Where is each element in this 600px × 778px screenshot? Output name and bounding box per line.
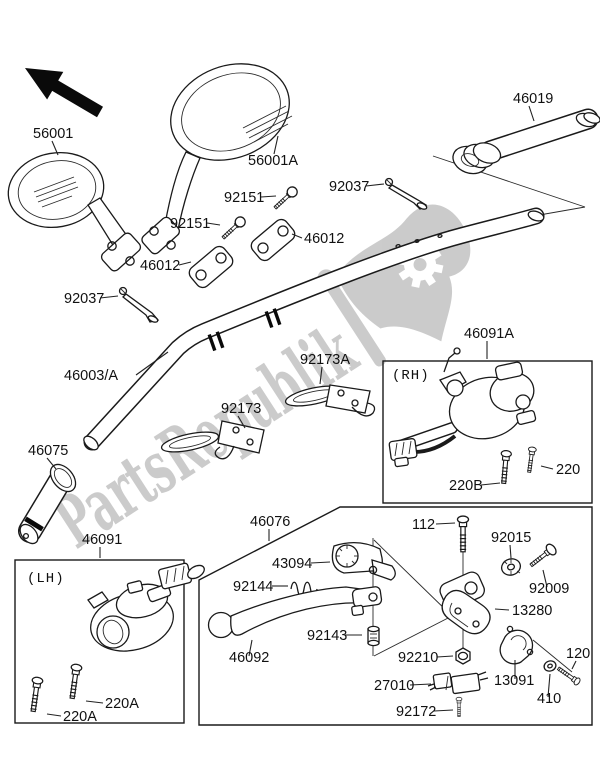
mirror-bolt-left [219, 216, 246, 242]
part-label-13280: 13280 [512, 603, 552, 619]
right-mirror [141, 63, 293, 255]
mirror-bolt-right [271, 186, 298, 212]
part-label-92172: 92172 [396, 704, 436, 720]
part-label-46091a: 46091A [464, 326, 514, 342]
lh-assembly-box [14, 559, 185, 724]
lh-switch-assembly [87, 562, 205, 652]
part-label-46012-left: 46012 [140, 258, 180, 274]
part-label-46019: 46019 [513, 91, 553, 107]
screw-92009 [527, 543, 557, 570]
rh-switch-assembly [388, 347, 537, 468]
throttle-grip [452, 108, 600, 175]
hook-bracket-92173a [284, 384, 376, 417]
mirror-clamp-left [188, 245, 234, 289]
rh-assembly-box [382, 360, 593, 504]
part-label-92151-right: 92151 [224, 190, 264, 206]
switch-27010 [427, 671, 489, 695]
washer-410 [543, 660, 557, 672]
part-label-56001a: 56001A [248, 153, 298, 169]
lever-assembly-box [198, 506, 593, 726]
leader-lines [46, 105, 577, 717]
part-label-92015: 92015 [491, 530, 531, 546]
part-label-92009: 92009 [529, 581, 569, 597]
part-label-92037-right: 92037 [329, 179, 369, 195]
hook-bracket-92173 [160, 420, 265, 460]
part-label-92173a: 92173A [300, 352, 350, 368]
part-label-120: 120 [566, 646, 590, 662]
bolt-120 [555, 664, 582, 687]
part-label-43094: 43094 [272, 556, 312, 572]
bolt-112 [456, 515, 470, 553]
screw-92172 [455, 696, 463, 717]
part-label-13091: 13091 [494, 673, 534, 689]
bracket-13091 [499, 625, 534, 665]
part-label-46003a: 46003/A [64, 368, 118, 384]
part-label-46076: 46076 [250, 514, 290, 530]
handlebar-pipe [83, 207, 545, 451]
part-label-56001: 56001 [33, 126, 73, 142]
band-screw-right [384, 177, 428, 210]
part-label-220: 220 [556, 462, 580, 478]
part-label-46075: 46075 [28, 443, 68, 459]
part-label-46092: 46092 [229, 650, 269, 666]
part-label-410: 410 [537, 691, 561, 707]
nut-92210 [455, 647, 471, 665]
part-label-27010: 27010 [374, 678, 414, 694]
direction-arrow-icon [25, 68, 103, 118]
mirror-clamp-right [250, 218, 296, 262]
rh-screw-220b [498, 449, 513, 485]
part-label-92037-left: 92037 [64, 291, 104, 307]
part-label-92173: 92173 [221, 401, 261, 417]
part-label-220a-1: 220A [105, 696, 139, 712]
band-screw-left [118, 286, 160, 323]
part-label-220b: 220B [449, 478, 483, 494]
part-label-112: 112 [412, 517, 435, 533]
part-label-46012-right: 46012 [304, 231, 344, 247]
part-labels: 56001 56001A 46019 92151 92151 46012 460… [27, 91, 590, 725]
rh-box-label: (RH) [392, 368, 430, 384]
lh-screw-220a-2 [27, 676, 44, 713]
lh-screw-220a-1 [66, 663, 83, 700]
part-label-92143: 92143 [307, 628, 347, 644]
clutch-lever-46092 [207, 586, 383, 639]
holder-13280 [439, 571, 491, 635]
lever-holder-43094 [331, 542, 396, 581]
left-grip [18, 463, 77, 545]
part-label-46091: 46091 [82, 532, 122, 548]
rh-screw-220 [524, 446, 538, 474]
part-label-220a-2: 220A [63, 709, 97, 725]
washer-92015 [500, 558, 522, 576]
part-label-92144: 92144 [233, 579, 273, 595]
part-label-92210: 92210 [398, 650, 438, 666]
lh-box-label: (LH) [27, 571, 65, 587]
lever-collar-92143 [367, 625, 380, 647]
part-label-92151-left: 92151 [170, 216, 210, 232]
left-mirror [7, 151, 142, 272]
